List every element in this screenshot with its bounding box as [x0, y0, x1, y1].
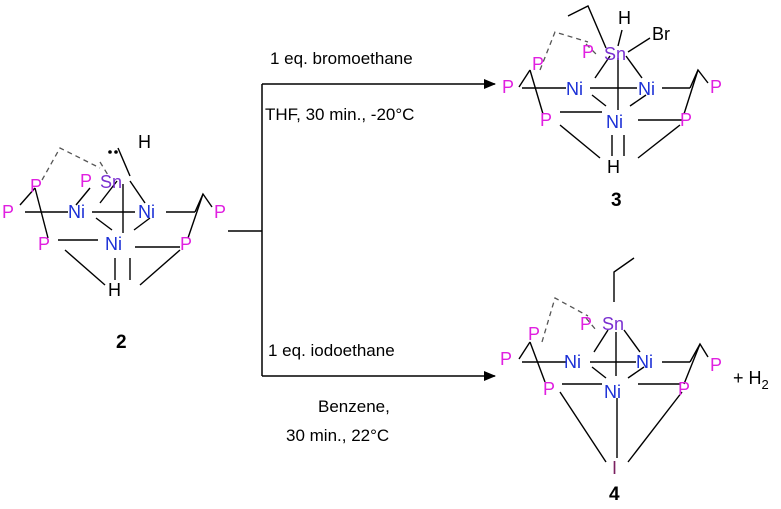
- ni-atom: Ni: [105, 234, 122, 254]
- p-atom: P: [30, 176, 42, 196]
- compound-2-structure: H Sn P P P P P P Ni Ni Ni H 2: [2, 132, 226, 353]
- compound-3-structure: H Br Sn P P P P P P Ni Ni Ni H 3: [502, 5, 722, 211]
- sn-atom: Sn: [602, 314, 624, 334]
- p-atom: P: [500, 349, 512, 369]
- compound-2-number: 2: [116, 332, 127, 353]
- reaction-arrows: [228, 79, 496, 381]
- p-atom: P: [582, 42, 594, 62]
- br-atom: Br: [652, 24, 670, 44]
- compound-4-number: 4: [609, 484, 620, 504]
- p-atom: P: [710, 77, 722, 97]
- p-atom: P: [528, 324, 540, 344]
- ni-atom: Ni: [138, 202, 155, 222]
- p-atom: P: [80, 171, 92, 191]
- p-atom: P: [680, 110, 692, 130]
- ni-atom: Ni: [604, 382, 621, 402]
- ni-atom: Ni: [636, 352, 653, 372]
- ni-atom: Ni: [606, 112, 623, 132]
- h-atom: H: [108, 280, 121, 300]
- lone-pair-dot: [114, 150, 118, 154]
- p-atom: P: [214, 202, 226, 222]
- compound-3-number: 3: [611, 190, 622, 211]
- p-atom: P: [502, 77, 514, 97]
- byproduct-h2: + H2: [733, 368, 769, 392]
- p-atom: P: [710, 355, 722, 375]
- h-atom: H: [618, 8, 631, 28]
- top-conditions-text: THF, 30 min., -20°C: [265, 105, 414, 124]
- compound-4-structure: Sn P P P P P P Ni Ni Ni I 4: [500, 257, 722, 505]
- bottom-conditions-line2: 30 min., 22°C: [286, 426, 389, 445]
- p-atom: P: [38, 234, 50, 254]
- p-atom: P: [2, 202, 14, 222]
- h-atom: H: [607, 157, 620, 177]
- i-atom: I: [612, 458, 617, 478]
- ni-atom: Ni: [564, 352, 581, 372]
- p-atom: P: [580, 314, 592, 334]
- p-atom: P: [543, 379, 555, 399]
- p-atom: P: [180, 234, 192, 254]
- ni-atom: Ni: [638, 79, 655, 99]
- lone-pair-dot: [108, 150, 112, 154]
- sn-atom: Sn: [604, 44, 626, 64]
- ni-atom: Ni: [566, 79, 583, 99]
- h-atom: H: [138, 132, 151, 152]
- ni-atom: Ni: [68, 202, 85, 222]
- bottom-reagent-text: 1 eq. iodoethane: [268, 341, 395, 360]
- p-atom: P: [540, 110, 552, 130]
- p-atom: P: [678, 379, 690, 399]
- sn-atom: Sn: [100, 172, 122, 192]
- top-reagent-text: 1 eq. bromoethane: [270, 49, 413, 68]
- p-atom: P: [532, 54, 544, 74]
- bottom-conditions-line1: Benzene,: [318, 397, 390, 416]
